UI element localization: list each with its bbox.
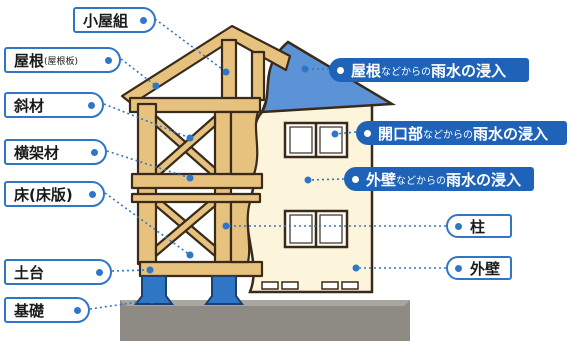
label-dot [74,306,81,314]
upper-window [283,121,349,159]
lower-window [283,209,349,249]
label-dot [455,264,462,272]
ground [120,300,410,341]
label-dot [88,101,95,109]
label-yuka: 床(床版) [4,181,105,207]
leader-lines [89,18,446,310]
label-kiso: 基礎 [4,297,90,323]
label-gaiheki: 外壁 [446,256,512,280]
label-yane: 屋根(屋根板) [4,47,121,73]
label-dot [352,175,359,183]
label-koyagumi: 小屋組 [73,7,156,33]
label-dot [91,148,98,156]
footings [134,275,244,305]
label-dot [455,222,462,230]
label-dot [140,16,147,24]
label-hashira: 柱 [446,214,512,238]
leader-dots [146,65,360,304]
label-dot [364,129,371,137]
label-roof-rain-leak: 屋根などからの雨水の浸入 [329,58,529,82]
label-dot [89,190,96,198]
label-shazai: 斜材 [4,92,104,118]
label-wall-rain-leak: 外壁などからの雨水の浸入 [344,167,534,191]
label-dodai: 土台 [4,259,112,285]
label-dot [337,66,344,74]
label-dot [105,56,112,64]
label-dot [96,268,103,276]
label-okakezai: 横架材 [4,139,107,165]
label-opening-rain-leak: 開口部などからの雨水の浸入 [356,121,567,145]
